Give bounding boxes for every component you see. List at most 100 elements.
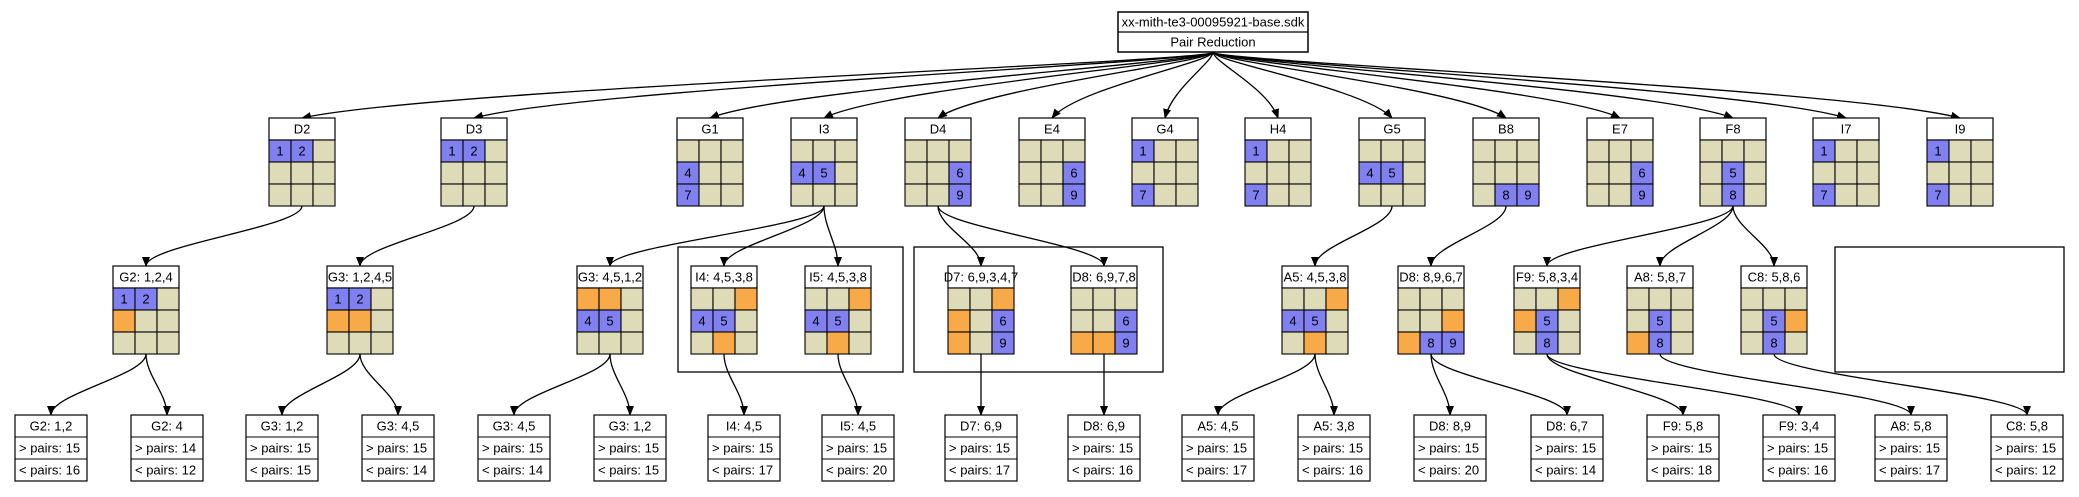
grid-cell	[804, 287, 828, 311]
result-node: I5: 4,5> pairs: 15< pairs: 20	[821, 414, 895, 482]
cell-digit: 8	[1502, 187, 1509, 202]
grid-cell	[1699, 139, 1723, 163]
grid-cell	[1092, 287, 1116, 311]
grid-cell	[1784, 287, 1808, 311]
result-box	[14, 414, 88, 482]
tree-edge	[1773, 353, 2031, 416]
grid-cell	[1970, 183, 1994, 207]
grid-cell	[948, 139, 972, 163]
grid-cell	[134, 331, 158, 355]
cell-digit: 8	[1543, 335, 1550, 350]
node-label: A8: 5,8,7	[1634, 269, 1686, 284]
grid-cell	[1586, 183, 1610, 207]
result-label: D7: 6,9	[960, 418, 1002, 433]
tree-edge	[720, 205, 825, 267]
grid-cell	[1535, 287, 1559, 311]
tree-edge	[142, 205, 303, 267]
grid-cell	[1303, 287, 1327, 311]
cell-digit: 1	[1252, 143, 1259, 158]
result-box	[1762, 414, 1836, 482]
grid-cell	[1040, 139, 1064, 163]
result-label: F9: 3,4	[1779, 418, 1819, 433]
grid-cell	[1626, 309, 1650, 333]
grid-cell	[812, 183, 836, 207]
result-label: G3: 4,5	[493, 418, 536, 433]
grid-cell	[1402, 161, 1426, 185]
grid-cell	[326, 331, 350, 355]
grid-cell	[1784, 309, 1808, 333]
grid-cell	[904, 161, 928, 185]
grid-cell	[926, 183, 950, 207]
grid-cell	[620, 331, 644, 355]
tree-edge	[837, 353, 862, 416]
result-greater-pairs: > pairs: 14	[135, 440, 196, 455]
grid-cell	[112, 331, 136, 355]
grid-cell	[948, 183, 972, 207]
result-lesser-pairs: < pairs: 15	[598, 462, 659, 477]
grid-cell	[484, 183, 508, 207]
grid-cell	[1472, 183, 1496, 207]
node-label: I5: 4,5,3,8	[809, 269, 867, 284]
node-label: E7	[1612, 121, 1628, 136]
result-lesser-pairs: < pairs: 12	[1995, 462, 2056, 477]
tree-edge	[937, 51, 1214, 119]
result-lesser-pairs: < pairs: 16	[19, 462, 80, 477]
grid-cell	[848, 309, 872, 333]
tree-edge	[1212, 51, 1961, 120]
grid-cell	[576, 287, 600, 311]
result-node: F9: 3,4> pairs: 15< pairs: 16	[1762, 414, 1836, 482]
result-greater-pairs: > pairs: 15	[1995, 440, 2056, 455]
grid-cell	[1281, 331, 1305, 355]
cluster-box	[677, 246, 904, 373]
tree-edge	[278, 353, 361, 416]
tree-edge	[510, 353, 611, 416]
grid-cell	[969, 287, 993, 311]
grid-cell	[1402, 183, 1426, 207]
grid-cell	[620, 309, 644, 333]
grid-cell	[1834, 161, 1858, 185]
result-box	[1181, 414, 1255, 482]
grid-cell	[462, 183, 486, 207]
node-label: D4	[930, 121, 947, 136]
grid-cell	[1131, 161, 1155, 185]
tree-edge	[1311, 205, 1393, 267]
result-node: F9: 5,8> pairs: 15< pairs: 18	[1646, 414, 1720, 482]
grid-cell	[1153, 139, 1177, 163]
grid-cell	[1743, 139, 1767, 163]
grid-cell	[1812, 161, 1836, 185]
grid-cell	[720, 139, 744, 163]
tree-edge	[823, 51, 1214, 119]
grid-cell	[1062, 139, 1086, 163]
result-label: A5: 4,5	[1197, 418, 1238, 433]
grid-cell	[1743, 161, 1767, 185]
grid-cell	[348, 309, 372, 333]
result-node: G3: 1,2> pairs: 15< pairs: 15	[245, 414, 319, 482]
tree-edge	[1430, 353, 1454, 416]
grid-cell	[1153, 161, 1177, 185]
node-label: I4: 4,5,3,8	[695, 269, 753, 284]
grid-cell	[112, 309, 136, 333]
cell-digit: 2	[470, 143, 477, 158]
result-greater-pairs: > pairs: 15	[250, 440, 311, 455]
grid-cell	[1114, 287, 1138, 311]
node-label: D2	[294, 121, 311, 136]
grid-cell	[1626, 287, 1650, 311]
grid-cell	[904, 139, 928, 163]
result-lesser-pairs: < pairs: 17	[712, 462, 773, 477]
grid-cell	[370, 309, 394, 333]
cell-digit: 2	[142, 291, 149, 306]
cell-digit: 4	[1366, 165, 1373, 180]
result-node: G3: 1,2> pairs: 15< pairs: 15	[593, 414, 667, 482]
grid-cell	[268, 161, 292, 185]
grid-cell	[484, 161, 508, 185]
node-label: G2: 1,2,4	[119, 269, 172, 284]
grid-cell	[1070, 287, 1094, 311]
